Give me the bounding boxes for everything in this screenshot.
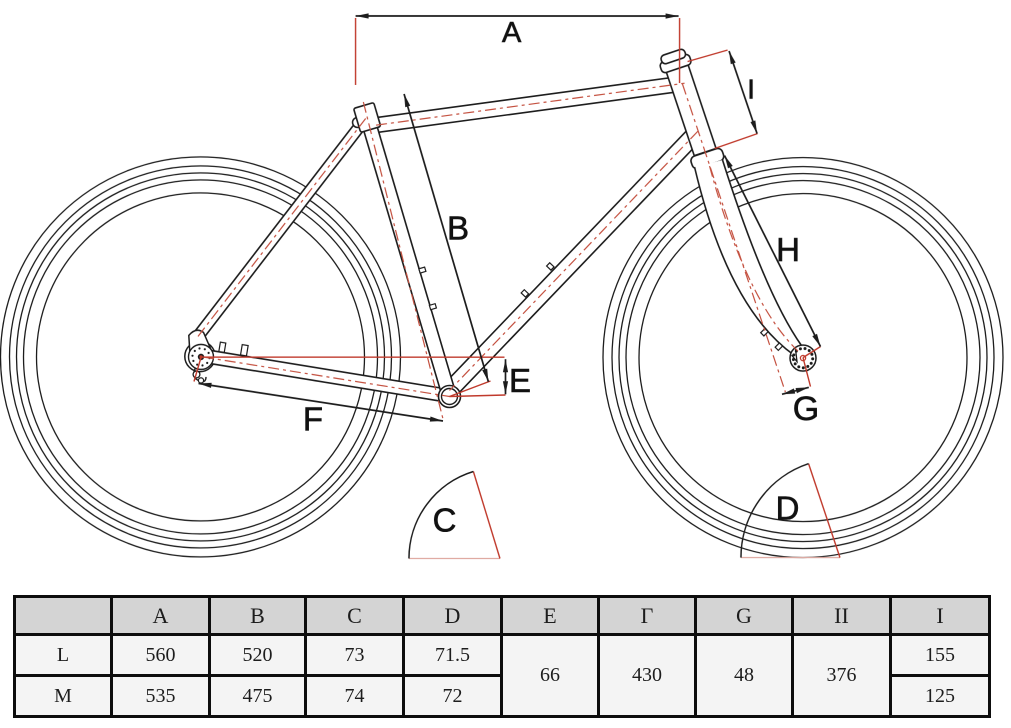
svg-text:H: H <box>776 231 800 268</box>
svg-text:E: E <box>509 362 531 399</box>
svg-text:I: I <box>747 74 755 105</box>
svg-text:D: D <box>776 490 800 527</box>
svg-text:A: A <box>502 17 522 49</box>
svg-text:F: F <box>303 400 323 437</box>
svg-text:C: C <box>433 501 457 538</box>
svg-text:B: B <box>447 209 469 246</box>
svg-text:G: G <box>793 390 819 428</box>
